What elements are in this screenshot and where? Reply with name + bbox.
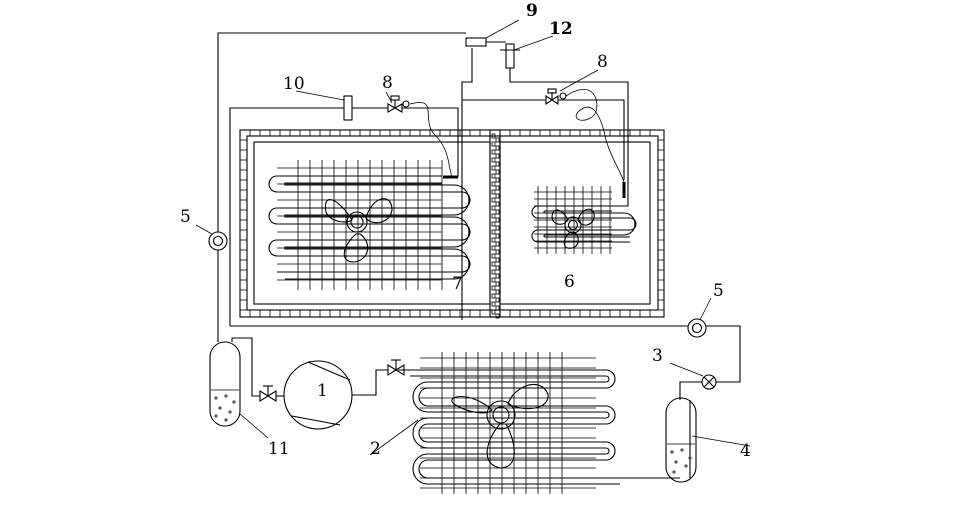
label-receiver: 4 xyxy=(740,441,751,461)
label-sight-glass-right: 5 xyxy=(713,281,724,301)
refrigerant-piping xyxy=(217,32,741,478)
discharge-valve xyxy=(387,359,405,376)
accumulator xyxy=(209,341,241,427)
sight-glass-right xyxy=(687,318,707,338)
sight-glass-left xyxy=(208,231,228,251)
solenoid-valve-left xyxy=(387,95,410,113)
evaporator-coil-6 xyxy=(531,186,637,254)
label-expansion-valve: 3 xyxy=(652,346,663,366)
condenser-fan xyxy=(451,384,549,469)
condenser-coil xyxy=(398,352,680,494)
label-sight-glass-left: 5 xyxy=(180,207,191,227)
capillary-tube-left xyxy=(409,102,453,178)
fan-7 xyxy=(324,198,393,263)
label-solenoid-left: 8 xyxy=(382,73,393,93)
insulated-cabinet xyxy=(239,129,665,318)
label-solenoid-right: 8 xyxy=(597,52,608,72)
receiver xyxy=(665,397,697,483)
filter-drier xyxy=(343,95,353,121)
label-thermostat: 12 xyxy=(549,19,573,39)
leader-lines xyxy=(195,19,751,456)
label-compressor: 1 xyxy=(317,381,328,401)
suction-valve xyxy=(259,385,277,402)
solenoid-valve-right xyxy=(545,88,567,106)
partition-wall xyxy=(489,129,501,319)
pressure-switch xyxy=(465,37,506,47)
capillary-tube-right xyxy=(565,89,625,183)
label-condenser: 2 xyxy=(370,439,381,459)
label-accumulator: 11 xyxy=(268,439,290,459)
thermostat-valve xyxy=(500,43,520,69)
label-compartment-6: 6 xyxy=(564,272,575,292)
expansion-valve xyxy=(701,374,717,390)
label-pressure-switch: 9 xyxy=(526,1,538,21)
compressor xyxy=(283,360,353,430)
label-filter-drier: 10 xyxy=(283,74,305,94)
fan-6 xyxy=(551,208,595,249)
label-compartment-7: 7 xyxy=(452,274,463,294)
evaporator-coil-7 xyxy=(268,160,471,290)
